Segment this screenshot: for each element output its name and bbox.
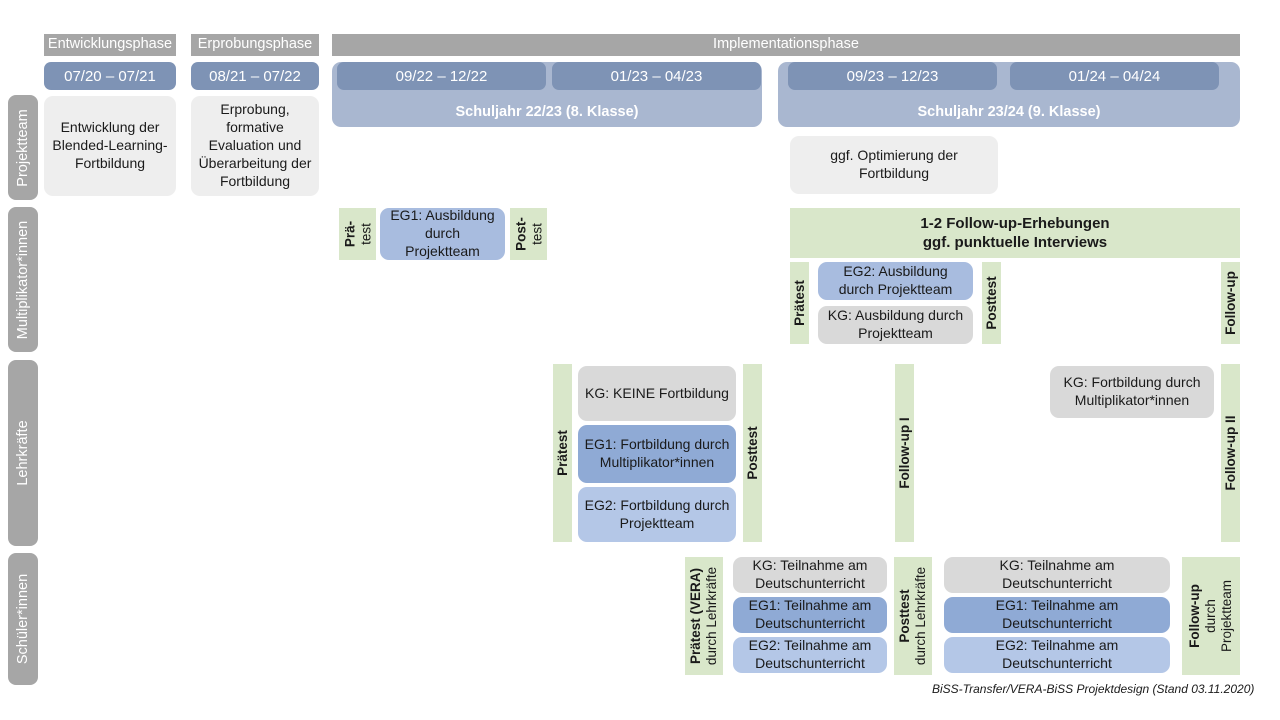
row-label-schuelerinnen: Schüler*innen [8,553,38,685]
figure-footer: BiSS-Transfer/VERA-BiSS Projektdesign (S… [932,682,1255,696]
row-label-lehrkraefte: Lehrkräfte [8,360,38,546]
chip-followup-2-lehrkraefte-text: Follow-up II [1222,415,1238,491]
period-pill-0922-1222: 09/22 – 12/22 [337,62,546,90]
chip-posttest-multiplikatoren-right-text: Posttest [983,276,999,330]
school-year-label-2223: Schuljahr 22/23 (8. Klasse) [455,104,639,120]
row-label-schuelerinnen-text: Schüler*innen [15,573,31,665]
card-optimierung-fortbildung: ggf. Optimierung der Fortbildung [790,136,998,194]
row-label-multiplikatorinnen-text: Multiplikator*innen [15,220,31,339]
chip-followup-multiplikatoren: Follow-up [1221,262,1240,344]
card-eg1-ausbildung-projektteam: EG1: Ausbildung durch Projektteam [380,207,505,260]
chip-praetest-multiplikatoren-right-text: Prätest [791,280,807,326]
row-label-lehrkraefte-text: Lehrkräfte [15,420,31,486]
period-pill-0923-1223: 09/23 – 12/23 [788,62,997,90]
chip-followup-1-lehrkraefte: Follow-up I [895,364,914,542]
card-eg1-teilnahme-deutschunterricht-left: EG1: Teilnahme am Deutschunterricht [733,597,887,633]
card-eg2-fortbildung-projektteam: EG2: Fortbildung durch Projektteam [578,487,736,542]
chip-followup-2-lehrkraefte: Follow-up II [1221,364,1240,542]
row-label-projektteam: Projektteam [8,95,38,200]
card-kg-keine-fortbildung: KG: KEINE Fortbildung [578,366,736,421]
card-kg-fortbildung-multiplikatoren: KG: Fortbildung durch Multiplikator*inne… [1050,366,1214,418]
phase-header-implementationsphase: Implementationsphase [332,34,1240,56]
period-pill-0821-0722: 08/21 – 07/22 [191,62,319,90]
phase-header-erprobungsphase: Erprobungsphase [191,34,319,56]
card-eg1-teilnahme-deutschunterricht-right: EG1: Teilnahme am Deutschunterricht [944,597,1170,633]
chip-praetest-vera-schuelerinnen-text: Prätest (VERA)durch Lehrkräfte [688,566,719,666]
phase-header-entwicklungsphase: Entwicklungsphase [44,34,176,56]
chip-praetest-multiplikatoren-left: Prä-test [339,208,376,260]
chip-praetest-multiplikatoren-left-text: Prä-test [341,220,373,248]
chip-posttest-multiplikatoren-right: Posttest [982,262,1001,344]
chip-praetest-lehrkraefte-text: Prätest [554,430,570,476]
chip-praetest-vera-schuelerinnen: Prätest (VERA)durch Lehrkräfte [685,557,723,675]
card-entwicklung-fortbildung: Entwicklung der Blended-Learning-Fortbil… [44,96,176,196]
card-eg2-teilnahme-deutschunterricht-right: EG2: Teilnahme am Deutschunterricht [944,637,1170,673]
chip-followup-1-lehrkraefte-text: Follow-up I [896,417,912,489]
card-erprobung-evaluation: Erprobung, formative Evaluation und Über… [191,96,319,196]
period-pill-0123-0423: 01/23 – 04/23 [552,62,761,90]
chip-followup-multiplikatoren-text: Follow-up [1222,271,1238,335]
chip-posttest-lehrkraefte-text: Posttest [744,426,760,480]
chip-praetest-lehrkraefte: Prätest [553,364,572,542]
chip-posttest-lehrkraefte: Posttest [743,364,762,542]
period-pill-0720-0721: 07/20 – 07/21 [44,62,176,90]
card-kg-ausbildung-projektteam: KG: Ausbildung durch Projektteam [818,306,973,344]
row-label-projektteam-text: Projektteam [15,108,31,187]
card-eg2-ausbildung-projektteam: EG2: Ausbildung durch Projektteam [818,262,973,300]
band-followup-erhebungen-text: 1-2 Follow-up-Erhebungen ggf. punktuelle… [920,214,1110,252]
period-pill-0124-0424: 01/24 – 04/24 [1010,62,1219,90]
school-year-label-2324: Schuljahr 23/24 (9. Klasse) [917,104,1101,120]
card-eg1-fortbildung-multiplikatoren: EG1: Fortbildung durch Multiplikator*inn… [578,425,736,483]
row-label-multiplikatorinnen: Multiplikator*innen [8,207,38,352]
card-kg-teilnahme-deutschunterricht-right: KG: Teilnahme am Deutschunterricht [944,557,1170,593]
card-eg2-teilnahme-deutschunterricht-left: EG2: Teilnahme am Deutschunterricht [733,637,887,673]
card-kg-teilnahme-deutschunterricht-left: KG: Teilnahme am Deutschunterricht [733,557,887,593]
chip-posttest-multiplikatoren-left-text: Post-test [512,217,544,251]
chip-posttest-multiplikatoren-left: Post-test [510,208,547,260]
chip-praetest-multiplikatoren-right: Prätest [790,262,809,344]
band-followup-erhebungen: 1-2 Follow-up-Erhebungen ggf. punktuelle… [790,208,1240,258]
